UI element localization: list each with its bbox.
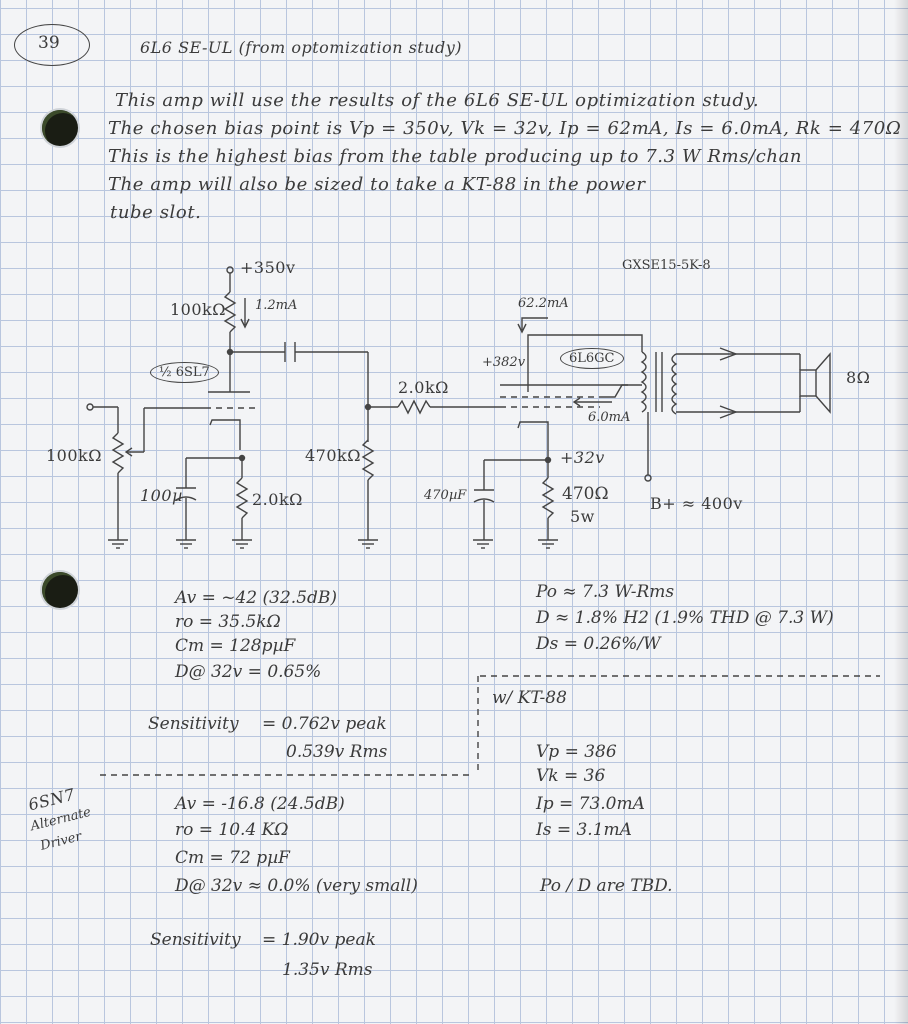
- kt88-note: Po / D are TBD.: [540, 876, 673, 896]
- page-edge-shadow: [894, 0, 908, 1024]
- grid-resistor: [361, 439, 375, 481]
- intro-line-5: tube slot.: [110, 202, 202, 223]
- alt-driver-output-impedance: ro = 10.4 KΩ: [175, 820, 289, 840]
- output-distortion: D ≈ 1.8% H2 (1.9% THD @ 7.3 W): [536, 608, 834, 628]
- driver-sensitivity-label: Sensitivity: [148, 714, 239, 734]
- supply-node: [226, 266, 234, 274]
- cathode-voltage-label: +32v: [560, 448, 605, 467]
- alt-driver-distortion: D@ 32v ≈ 0.0% (very small): [175, 876, 418, 896]
- alt-driver-sensitivity-peak: = 1.90v peak: [262, 930, 376, 950]
- plate-current-label: 62.2mA: [518, 296, 569, 311]
- intro-line-1: This amp will use the results of the 6L6…: [115, 90, 760, 111]
- driver-distortion: D@ 32v = 0.65%: [175, 662, 322, 682]
- kt88-vk: Vk = 36: [536, 766, 606, 786]
- stopper-resistor: [397, 399, 431, 415]
- driver-gain: Av = ~42 (32.5dB): [175, 588, 338, 608]
- kt88-is: Is = 3.1mA: [536, 820, 632, 840]
- input-pot: [111, 432, 125, 474]
- driver-output-impedance: ro = 35.5kΩ: [175, 612, 281, 632]
- power-cathode-resistor-wattage: 5w: [570, 507, 595, 526]
- transformer-label: GXSE15-5K-8: [622, 258, 711, 273]
- driver-tube-label: ½ 6SL7: [150, 362, 219, 383]
- supply-label: +350v: [240, 258, 296, 277]
- alt-driver-gain: Av = -16.8 (24.5dB): [175, 794, 345, 814]
- output-power: Po ≈ 7.3 W-Rms: [536, 582, 675, 602]
- power-tube-label: 6L6GC: [560, 348, 624, 369]
- driver-sensitivity-rms: 0.539v Rms: [286, 742, 388, 762]
- ground-symbols: [108, 539, 558, 549]
- plate-resistor-label: 100kΩ: [170, 300, 226, 319]
- power-cathode-resistor: [541, 477, 555, 519]
- speaker-label: 8Ω: [846, 368, 871, 387]
- page-title: 6L6 SE-UL (from optomization study): [140, 38, 463, 57]
- stopper-resistor-label: 2.0kΩ: [398, 378, 449, 397]
- output-distortion-slope: Ds = 0.26%/W: [536, 634, 661, 654]
- intro-line-4: The amp will also be sized to take a KT-…: [108, 174, 646, 195]
- grid-resistor-label: 470kΩ: [305, 446, 361, 465]
- alt-driver-miller-capacitance: Cm = 72 pµF: [175, 848, 290, 868]
- driver-current-label: 1.2mA: [255, 298, 298, 313]
- binder-hole-top: [42, 110, 78, 146]
- cathode-resistor-label: 2.0kΩ: [252, 490, 303, 509]
- transformer-primary: [640, 351, 647, 413]
- transformer-secondary: [671, 353, 678, 415]
- plate-voltage-label: +382v: [482, 355, 526, 370]
- alt-driver-sensitivity-label: Sensitivity: [150, 930, 241, 950]
- driver-miller-capacitance: Cm = 128pµF: [175, 636, 296, 656]
- page-number-circle: [14, 24, 90, 66]
- cathode-resistor: [235, 477, 249, 519]
- intro-line-2: The chosen bias point is Vp = 350v, Vk =…: [108, 118, 902, 139]
- screen-current-label: 6.0mA: [588, 410, 631, 425]
- driver-cathode: [209, 419, 241, 450]
- power-cathode-resistor-label: 470Ω: [562, 484, 609, 504]
- power-cathode-cap-label: 470µF: [424, 488, 467, 503]
- kt88-ip: Ip = 73.0mA: [536, 794, 645, 814]
- b-plus-label: B+ ≈ 400v: [650, 494, 743, 513]
- kt88-title: w/ KT-88: [492, 688, 567, 708]
- intro-line-3: This is the highest bias from the table …: [108, 146, 803, 167]
- speaker: [799, 369, 817, 397]
- plate-resistor: [223, 291, 237, 333]
- bypass-cap-label: 100µ: [140, 486, 183, 505]
- alt-driver-sensitivity-rms: 1.35v Rms: [282, 960, 373, 980]
- binder-hole-bottom: [42, 572, 78, 608]
- kt88-vp: Vp = 386: [536, 742, 617, 762]
- page-number: 39: [38, 33, 60, 53]
- input-pot-label: 100kΩ: [46, 446, 102, 465]
- driver-sensitivity-peak: = 0.762v peak: [262, 714, 387, 734]
